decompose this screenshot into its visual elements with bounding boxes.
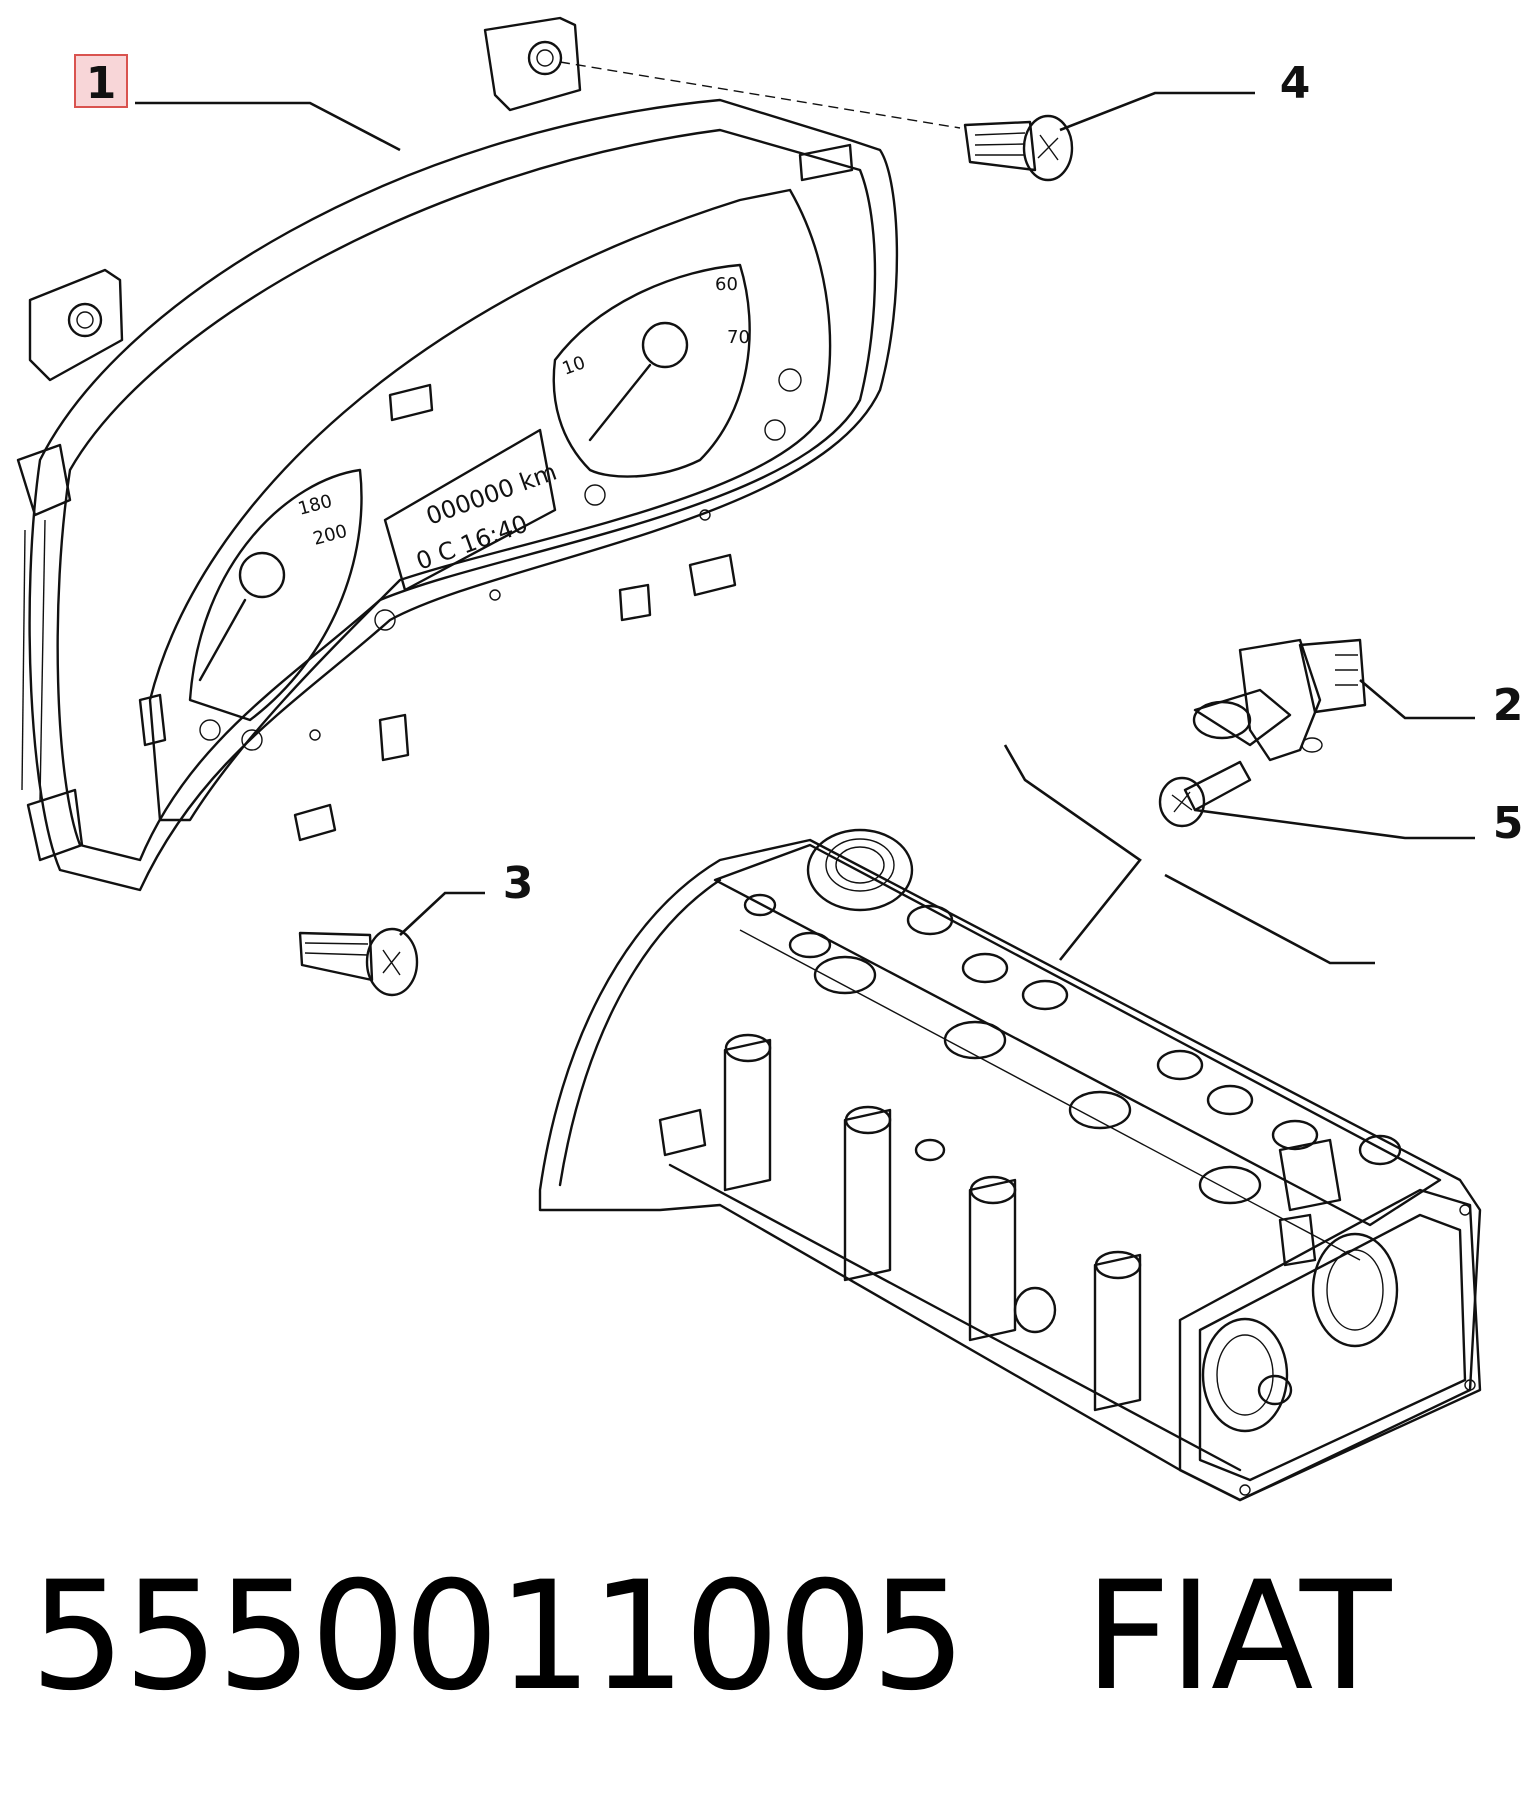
temp-60-label: 60 — [715, 274, 738, 295]
speed-180-label: 180 — [296, 491, 335, 520]
temp-70-label: 70 — [727, 327, 750, 348]
tach-10-label: 10 — [560, 352, 589, 380]
part-number-caption: 5550011005 FIAT — [30, 1550, 1391, 1724]
callout-1-highlight — [74, 54, 128, 108]
callout-3[interactable]: 3 — [503, 858, 534, 909]
screw-3 — [298, 927, 419, 997]
sensor-2 — [1192, 638, 1367, 762]
speed-200-label: 200 — [311, 521, 350, 550]
leader-5 — [1194, 808, 1475, 840]
callout-5[interactable]: 5 — [1493, 798, 1524, 849]
cylinder-head — [538, 744, 1482, 1502]
part-number: 5550011005 — [30, 1550, 966, 1724]
callout-4[interactable]: 4 — [1280, 58, 1311, 109]
screw-4 — [963, 114, 1074, 182]
callout-1[interactable]: 1 — [86, 58, 117, 109]
leader-4 — [1059, 91, 1255, 132]
callout-2[interactable]: 2 — [1493, 680, 1524, 731]
instrument-cluster: 180 200 000000 km 0 C 16:40 10 60 70 — [16, 16, 961, 892]
brand-name: FIAT — [1084, 1550, 1391, 1724]
leader-2 — [1359, 679, 1475, 720]
leader-3 — [399, 891, 485, 936]
leader-1 — [135, 101, 401, 152]
screw-5 — [1158, 760, 1252, 828]
